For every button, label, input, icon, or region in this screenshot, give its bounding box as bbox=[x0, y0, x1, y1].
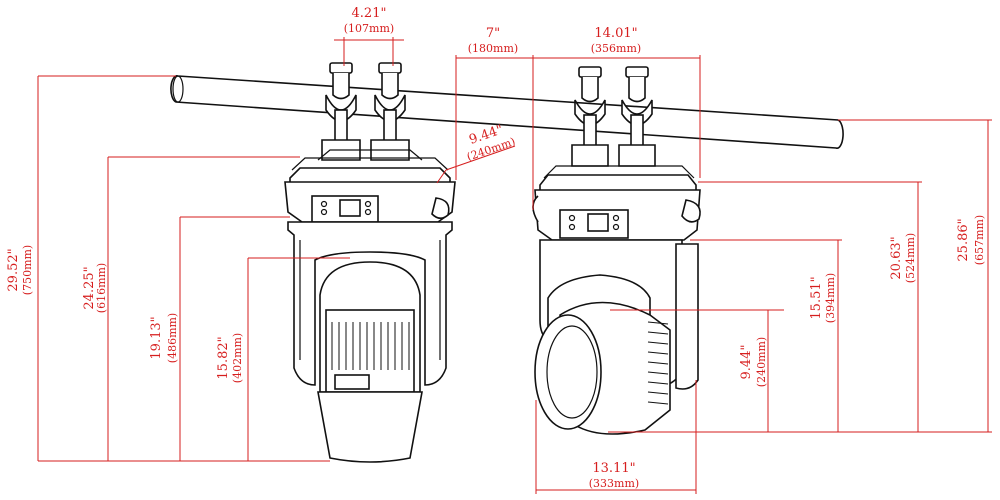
dimension-lines bbox=[37, 37, 992, 494]
dim-head-height-mm: (402mm) bbox=[231, 333, 244, 383]
dim-base-top-height-in: 24.25" bbox=[82, 266, 97, 309]
front-view-fixture bbox=[284, 62, 456, 463]
front-yoke bbox=[287, 221, 453, 386]
dim-side-head-in: 9.44" bbox=[739, 345, 754, 380]
dim-side-base-in: 20.63" bbox=[889, 236, 904, 279]
dim-offset-mm: (180mm) bbox=[468, 42, 518, 55]
side-view-fixture bbox=[532, 66, 701, 435]
dim-head-height-in: 15.82" bbox=[216, 336, 231, 379]
dim-side-yoke-mm: (394mm) bbox=[824, 273, 837, 323]
dim-side-yoke-in: 15.51" bbox=[809, 276, 824, 319]
side-heat-sink bbox=[647, 321, 669, 405]
dim-side-base-mm: (524mm) bbox=[904, 233, 917, 283]
side-heat-sink-fin bbox=[647, 371, 669, 375]
clamp-right bbox=[370, 62, 410, 161]
clamp-left bbox=[321, 62, 361, 161]
dim-depth-top-in: 14.01" bbox=[594, 26, 637, 41]
side-heat-sink-fin bbox=[647, 361, 669, 365]
front-heat-sink bbox=[331, 322, 410, 370]
dimension-labels: 4.21" (107mm) 7" (180mm) 14.01" (356mm) … bbox=[6, 6, 986, 490]
side-heat-sink-fin bbox=[647, 391, 669, 395]
side-heat-sink-fin bbox=[647, 381, 669, 385]
front-lens-cone bbox=[317, 391, 423, 463]
side-lens bbox=[534, 314, 602, 430]
side-clamp-right bbox=[618, 66, 656, 167]
dim-offset-in: 7" bbox=[486, 26, 500, 41]
side-heat-sink-fin bbox=[647, 351, 669, 355]
dim-base-top-height-mm: (616mm) bbox=[95, 263, 108, 313]
side-heat-sink-fin bbox=[647, 331, 669, 335]
dim-side-total-in: 25.86" bbox=[956, 218, 971, 261]
side-clamp-left bbox=[571, 66, 609, 167]
dim-side-total-mm: (657mm) bbox=[973, 215, 986, 265]
dim-total-height-in: 29.52" bbox=[6, 248, 21, 291]
dim-side-head-mm: (240mm) bbox=[755, 337, 768, 387]
dim-depth-top-mm: (356mm) bbox=[591, 42, 641, 55]
side-heat-sink-fin bbox=[647, 341, 669, 345]
dim-bracket-spacing-mm: (107mm) bbox=[344, 22, 394, 35]
dim-bracket-spacing-in: 4.21" bbox=[352, 6, 387, 21]
dim-depth-bottom-in: 13.11" bbox=[592, 461, 635, 476]
side-heat-sink-fin bbox=[647, 401, 669, 405]
dim-total-height-mm: (750mm) bbox=[21, 245, 34, 295]
dim-yoke-height-in: 19.13" bbox=[149, 316, 164, 359]
dim-yoke-height-mm: (486mm) bbox=[166, 313, 179, 363]
side-heat-sink-fin bbox=[647, 321, 669, 325]
dim-depth-bottom-mm: (333mm) bbox=[589, 477, 639, 490]
